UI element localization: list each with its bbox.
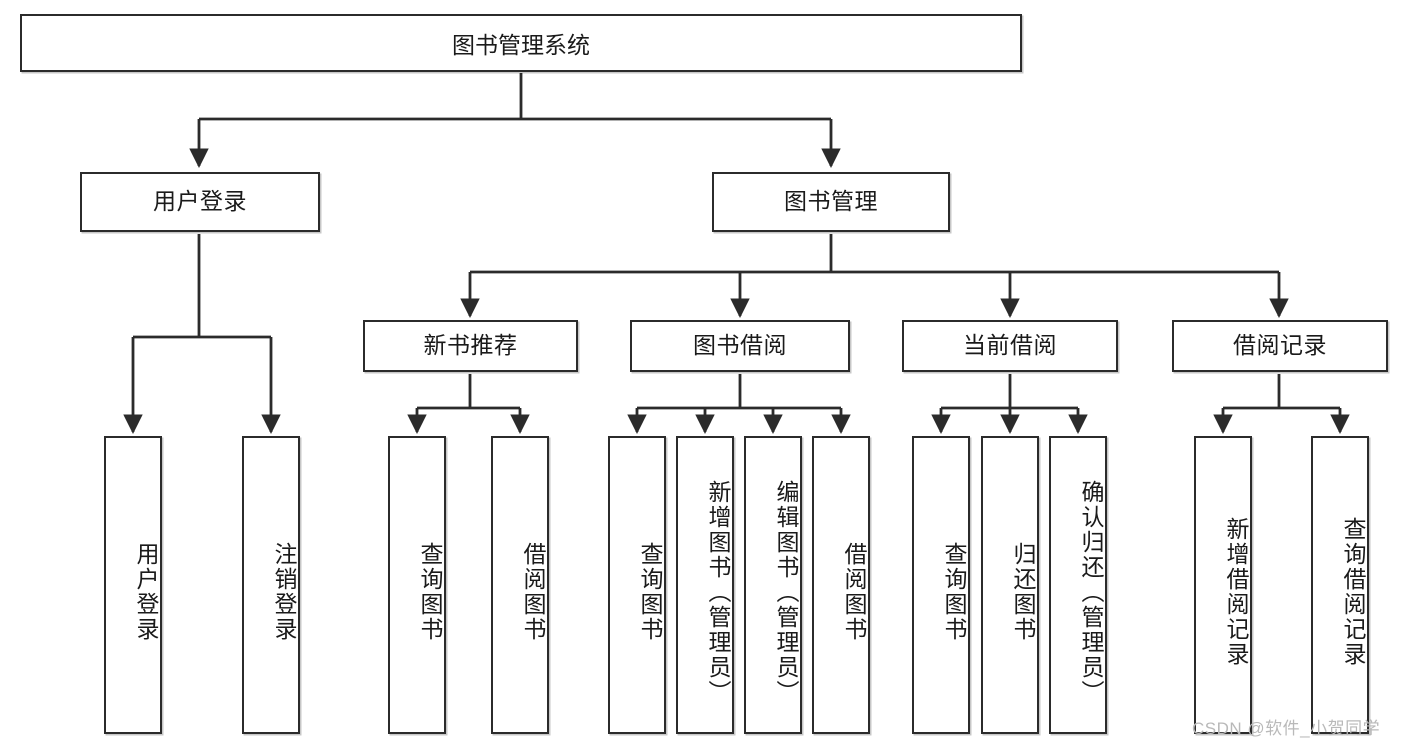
leaf-query-book-2[interactable]: 查询图书: [608, 436, 666, 734]
leaf-edit-book[interactable]: 编辑图书（管理员）: [744, 436, 802, 734]
csdn-watermark: CSDN @软件_小贺同学: [1192, 719, 1381, 738]
leaf-borrow-book-2[interactable]: 借阅图书: [812, 436, 870, 734]
leaf-query-book-3[interactable]: 查询图书: [912, 436, 970, 734]
node-root[interactable]: 图书管理系统: [20, 14, 1022, 72]
leaf-user-login[interactable]: 用户登录: [104, 436, 162, 734]
leaf-borrow-book-1[interactable]: 借阅图书: [491, 436, 549, 734]
leaf-logout-login[interactable]: 注销登录: [242, 436, 300, 734]
node-book-borrow[interactable]: 图书借阅: [630, 320, 850, 372]
leaf-confirm-return[interactable]: 确认归还（管理员）: [1049, 436, 1107, 734]
leaf-add-book[interactable]: 新增图书（管理员）: [676, 436, 734, 734]
node-new-book-recommend[interactable]: 新书推荐: [363, 320, 578, 372]
node-user-login[interactable]: 用户登录: [80, 172, 320, 232]
node-book-manage[interactable]: 图书管理: [712, 172, 950, 232]
leaf-add-record[interactable]: 新增借阅记录: [1194, 436, 1252, 734]
leaf-query-record[interactable]: 查询借阅记录: [1311, 436, 1369, 734]
leaf-query-book-1[interactable]: 查询图书: [388, 436, 446, 734]
node-borrow-record[interactable]: 借阅记录: [1172, 320, 1388, 372]
node-current-borrow[interactable]: 当前借阅: [902, 320, 1118, 372]
leaf-return-book[interactable]: 归还图书: [981, 436, 1039, 734]
